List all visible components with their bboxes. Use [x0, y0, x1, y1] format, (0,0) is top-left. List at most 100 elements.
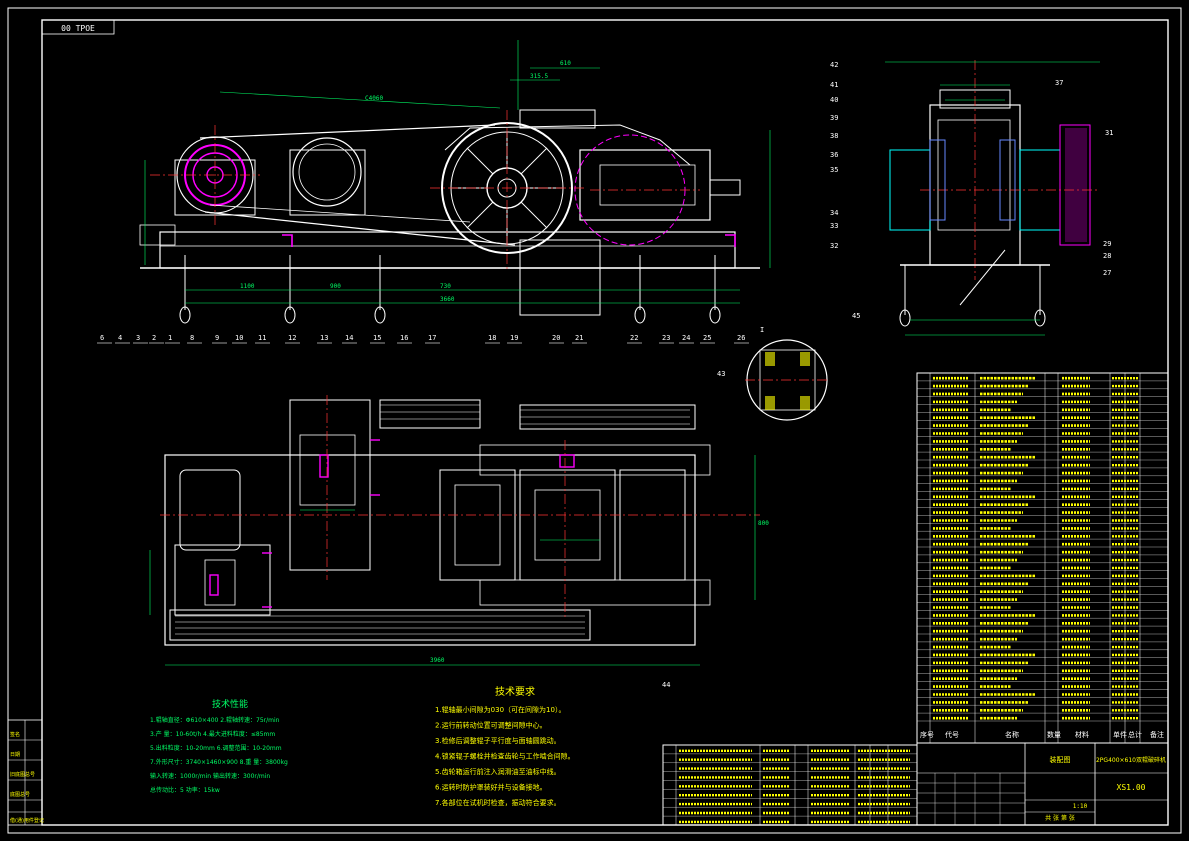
dim-offset: 315.5 — [530, 73, 548, 80]
title-sheet: 共 张 第 张 — [1045, 814, 1075, 822]
leader-number: 39 — [830, 114, 838, 122]
detail-circle: I — [745, 326, 830, 421]
spec-title: 技术性能 — [212, 698, 248, 710]
side-elevation — [885, 60, 1100, 336]
dim-span-1: 1100 — [240, 283, 255, 290]
note-line: 4.锁紧辊子螺栓并检查齿轮与工作啮合间隙。 — [435, 752, 575, 761]
margin-label-4: 借(通)用件登记 — [10, 817, 44, 824]
leader-number: 32 — [830, 242, 838, 250]
leader-number: 33 — [830, 222, 838, 230]
parts-header-cell: 数量 — [1047, 730, 1061, 739]
plan-dim-total: 3960 — [430, 657, 445, 664]
detail-label: I — [760, 326, 764, 334]
leader-number: 20 — [552, 334, 560, 342]
leader-number: 15 — [373, 334, 381, 342]
spec-line: 3.产 量：10-60t/h 4.最大进料粒度：≤85mm — [150, 730, 275, 738]
leader-number: 34 — [830, 209, 838, 217]
stamp-text: 00 TPOE — [61, 24, 95, 33]
dim-span-2: 900 — [330, 283, 341, 290]
parts-header-cell: 代号 — [945, 730, 959, 739]
title-scale: 1:10 — [1073, 803, 1088, 810]
leader-number: 21 — [575, 334, 583, 342]
parts-header-cell: 材料 — [1075, 730, 1089, 739]
leader-number: 28 — [1103, 252, 1111, 260]
leader-number: 35 — [830, 166, 838, 174]
leader-number: 37 — [1055, 79, 1063, 87]
leader-number: 42 — [830, 61, 838, 69]
leader-number: 43 — [717, 370, 725, 378]
margin-label-1: 日期 — [10, 752, 20, 758]
title-drawing-no: XS1.00 — [1117, 783, 1146, 792]
notes-title: 技术要求 — [495, 685, 535, 698]
leader-number: 4 — [118, 334, 122, 342]
leader-number: 24 — [682, 334, 690, 342]
leader-number: 16 — [400, 334, 408, 342]
note-line: 7.各部位在试机时检查，振动符合要求。 — [435, 798, 561, 807]
leader-number: 23 — [662, 334, 670, 342]
inner-border — [41, 19, 1169, 826]
parts-list-bottom — [662, 744, 918, 826]
dim-top-width: 610 — [560, 60, 571, 67]
leader-number: 36 — [830, 151, 838, 159]
spec-line: 7.外形尺寸：3740×1460×900 8.重 量：3800kg — [150, 758, 288, 766]
leader-number: 10 — [235, 334, 243, 342]
dim-belt-length: C4060 — [365, 95, 383, 102]
parts-header-cell: 名称 — [1005, 730, 1019, 739]
leader-number: 44 — [662, 681, 670, 689]
note-line: 1.辊轴最小间隙为030（可在间隙为10）。 — [435, 705, 565, 714]
stamp-box — [41, 19, 115, 35]
leader-number: 41 — [830, 81, 838, 89]
leader-number: 14 — [345, 334, 353, 342]
leader-number: 19 — [510, 334, 518, 342]
parts-header-cell: 备注 — [1150, 730, 1164, 739]
leader-number: 8 — [190, 334, 194, 342]
margin-label-0: 签名 — [10, 731, 20, 738]
parts-header-cell: 总计 — [1128, 730, 1142, 739]
leader-number: 27 — [1103, 269, 1111, 277]
leader-number: 3 — [136, 334, 140, 342]
note-line: 5.齿轮箱运行前注入润滑油至油标中线。 — [435, 767, 561, 776]
leader-number: 11 — [258, 334, 266, 342]
parts-header-cell: 单件 — [1113, 730, 1127, 739]
note-line: 6.运转时防护罩装好并与设备接地。 — [435, 783, 547, 792]
leader-number: 18 — [488, 334, 496, 342]
leader-number: 38 — [830, 132, 838, 140]
margin-label-3: 底图总号 — [10, 791, 30, 798]
leader-number: 12 — [288, 334, 296, 342]
left-margin-table: 签名 日期 旧底图总号 底图总号 借(通)用件登记 — [7, 719, 44, 826]
spec-line: 1.辊轴直径：Φ610×400 2.辊轴转速：75r/min — [150, 716, 280, 724]
dim-total-length: 3660 — [440, 296, 455, 303]
leader-number: 29 — [1103, 240, 1111, 248]
leader-number: 22 — [630, 334, 638, 342]
title-company: 装配图 — [1050, 755, 1071, 764]
note-line: 3.检修后调整辊子平行度与面轴圆跳动。 — [435, 736, 561, 745]
technical-specs: 技术性能 1.辊轴直径：Φ610×400 2.辊轴转速：75r/min 3.产 量… — [150, 698, 288, 794]
parts-list-right: 序号 代号 名称 数量 材料 单件总计备注 — [916, 372, 1169, 744]
note-line: 2.运行前转动位置可调整间隙中心。 — [435, 721, 547, 730]
leader-number: 26 — [737, 334, 745, 342]
spec-line: 输入转速：1000r/min 输出转速：300r/min — [150, 772, 270, 780]
title-name: 2PG400×610双辊破碎机 — [1096, 756, 1166, 764]
leader-number: 13 — [320, 334, 328, 342]
front-elevation: C4060 610 315.5 1100 900 730 3660 — [139, 40, 771, 324]
leader-column-side: 42 41 40 39 38 36 35 34 33 32 37 31 29 28 27 45 43 44 — [662, 61, 1113, 689]
leader-number: 45 — [852, 312, 860, 320]
margin-label-2: 旧底图总号 — [10, 771, 35, 778]
parts-header-cell: 序号 — [920, 730, 934, 739]
spec-line: 5.出料粒度：10-20mm 6.调整范围：10-20mm — [150, 744, 282, 752]
spec-line: 总传动比：5 功率：15kw — [150, 786, 220, 794]
leader-number: 9 — [215, 334, 219, 342]
leader-number: 17 — [428, 334, 436, 342]
leader-number: 1 — [168, 334, 172, 342]
technical-notes: 技术要求 1.辊轴最小间隙为030（可在间隙为10）。 2.运行前转动位置可调整间… — [435, 685, 575, 807]
leader-number: 40 — [830, 96, 838, 104]
dim-span-3: 730 — [440, 283, 451, 290]
leader-number: 31 — [1105, 129, 1113, 137]
outer-border — [7, 7, 1182, 834]
leader-number: 6 — [100, 334, 104, 342]
leader-number: 25 — [703, 334, 711, 342]
title-block: 装配图 2PG400×610双辊破碎机 XS1.00 1:10 共 张 第 张 — [916, 742, 1169, 826]
plan-dim-side: 800 — [758, 520, 769, 527]
